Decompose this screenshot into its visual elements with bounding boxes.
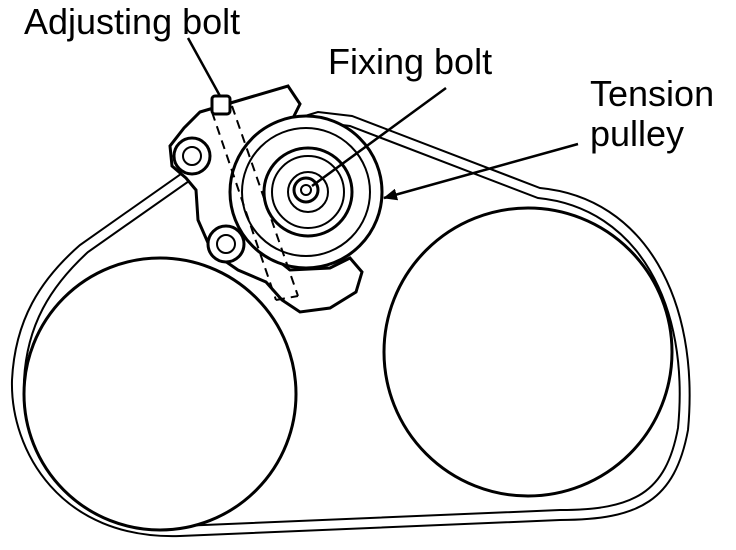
tension-pulley-label-line1: Tension bbox=[590, 73, 714, 114]
right-pulley bbox=[382, 206, 674, 498]
bracket-bolt-lower-inner bbox=[216, 234, 236, 254]
fixing-bolt-label: Fixing bolt bbox=[328, 41, 492, 82]
drive-belt-outer bbox=[10, 110, 691, 538]
pulley-hub-inner bbox=[287, 171, 329, 213]
adjusting-bolt-shaft bbox=[211, 105, 299, 301]
adjusting-bolt-leader bbox=[186, 37, 222, 97]
adjusting-bolt-label: Adjusting bolt bbox=[24, 1, 240, 42]
pulley-hub-ring bbox=[271, 155, 345, 229]
bracket-bolt-lower bbox=[206, 224, 246, 264]
tension-pulley-label-line2: pulley bbox=[590, 113, 684, 154]
adjusting-bolt-head bbox=[210, 94, 232, 116]
fixing-bolt-leader bbox=[311, 86, 447, 188]
bracket-bolt-upper-inner bbox=[182, 146, 202, 166]
drive-belt-inner bbox=[22, 120, 681, 528]
left-pulley bbox=[22, 256, 298, 532]
tension-pulley-rim bbox=[241, 127, 371, 257]
fixing-bolt-head bbox=[292, 176, 320, 204]
bracket-bolt-upper bbox=[172, 136, 212, 176]
tension-pulley-arrow bbox=[383, 142, 579, 201]
fixing-bolt-center bbox=[300, 184, 312, 196]
